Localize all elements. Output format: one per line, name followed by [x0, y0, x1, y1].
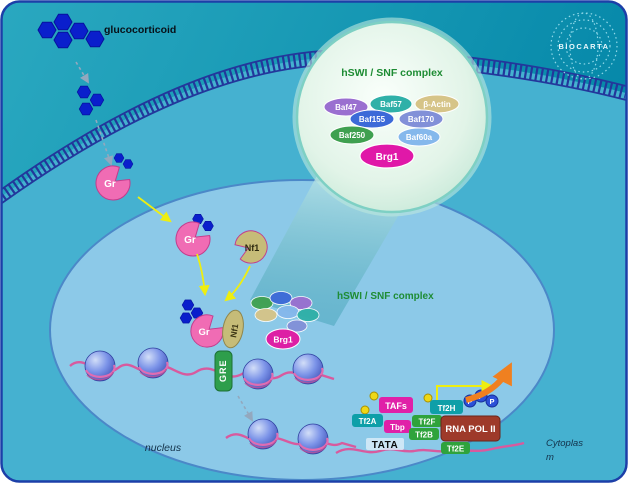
- tata-label: TATA: [372, 440, 398, 451]
- swi-snf-mini-complex[interactable]: Brg1: [250, 291, 320, 350]
- nf1-label: Nf1: [245, 243, 260, 253]
- tf2h-label: Tf2H: [438, 404, 456, 413]
- tf2f-box[interactable]: Tf2F: [412, 415, 442, 427]
- nf1-protein[interactable]: Nf1: [231, 225, 273, 268]
- inset-member-baf57[interactable]: Baf57: [369, 94, 413, 114]
- tf2a-label: Tf2A: [359, 417, 377, 426]
- gre-label: GRE: [218, 359, 228, 382]
- rna-pol2-box[interactable]: RNA POL II: [440, 415, 501, 442]
- tf2h-box[interactable]: Tf2H: [430, 400, 463, 414]
- inset-member-baf47[interactable]: Baf47: [323, 97, 369, 117]
- arrow-gr-activation: [137, 196, 172, 223]
- nucleosome: [291, 352, 325, 386]
- yellow-dot: [360, 405, 370, 415]
- biocarta-logo-text: BIOCARTA: [558, 42, 609, 51]
- swi-snf-inset: hSWI / SNF complex Baf47 Baf57 β-Actin B…: [292, 17, 492, 217]
- gr-label: Gr: [184, 235, 196, 246]
- cytoplasm-label-line1: Cytoplas: [546, 438, 583, 449]
- gr-receptor[interactable]: Gr: [88, 153, 136, 208]
- tf2a-box[interactable]: Tf2A: [352, 414, 383, 427]
- member-label: β-Actin: [423, 100, 451, 109]
- brg1-label: Brg1: [273, 335, 293, 345]
- gr-receptor-bound[interactable]: Gr: [168, 214, 216, 264]
- member-label: Baf60a: [406, 133, 433, 142]
- tbp-box[interactable]: Tbp: [384, 420, 411, 433]
- inset-member-baf170[interactable]: Baf170: [398, 109, 444, 129]
- inset-member-baf60a[interactable]: Baf60a: [397, 127, 441, 147]
- nucleosome: [296, 422, 330, 456]
- nucleosome: [83, 349, 117, 383]
- nucleosome: [136, 346, 170, 380]
- nucleosome: [246, 417, 280, 451]
- nucleosome: [241, 357, 275, 391]
- tf2b-box[interactable]: Tf2B: [409, 428, 439, 440]
- nucleus-label: nucleus: [145, 442, 182, 454]
- member-label: Baf250: [339, 131, 366, 140]
- nuclear-complex-label: hSWI / SNF complex: [337, 291, 434, 302]
- member-label: Baf170: [408, 115, 435, 124]
- arrow-transcription-output: [465, 362, 512, 403]
- tafs-label: TAFs: [385, 401, 407, 411]
- tf2e-box[interactable]: Tf2E: [441, 442, 470, 454]
- rna-pol2-label: RNA POL II: [445, 424, 495, 435]
- tata-box: TATA: [366, 438, 404, 451]
- member-label: Baf57: [380, 100, 402, 109]
- gr-label: Gr: [104, 179, 116, 190]
- glucocorticoid-label: glucocorticoid: [104, 24, 176, 36]
- member-label: Baf47: [335, 103, 357, 112]
- arrow-ligand-entry-1: [75, 61, 89, 84]
- arrow-gr-to-dna: [196, 253, 210, 297]
- tf2f-label: Tf2F: [419, 418, 436, 427]
- chromatin-strand-2: [225, 417, 357, 456]
- gre-element[interactable]: GRE: [214, 350, 233, 392]
- cytoplasm-label-line2: m: [546, 452, 554, 463]
- member-label: Brg1: [376, 152, 399, 163]
- nf1-label: Nf1: [228, 323, 240, 338]
- phosphate-label: P: [489, 397, 494, 406]
- dna-strand-promoter: [335, 441, 525, 455]
- yellow-dot: [369, 391, 379, 401]
- inset-member-baf155[interactable]: Baf155: [349, 109, 395, 129]
- arrow-transcription-start: [436, 380, 494, 400]
- yellow-dot: [423, 393, 433, 403]
- biocarta-logo[interactable]: BIOCARTA: [550, 12, 618, 80]
- tbp-label: Tbp: [390, 423, 405, 432]
- member-label: Baf155: [359, 115, 386, 124]
- inset-member-brg1[interactable]: Brg1: [359, 143, 415, 169]
- chromatin-strand-1: [69, 346, 335, 391]
- tf2b-label: Tf2B: [415, 431, 433, 440]
- arrow-chromatin-step: [237, 395, 253, 422]
- brg1-protein-dna[interactable]: Brg1: [265, 328, 301, 350]
- inset-member-baf250[interactable]: Baf250: [329, 125, 375, 145]
- tf2e-label: Tf2E: [447, 445, 465, 454]
- inset-title: hSWI / SNF complex: [341, 67, 443, 79]
- arrow-nf1-to-dna: [224, 265, 251, 302]
- gr-receptor-dna[interactable]: Gr: [183, 308, 229, 355]
- tafs-box[interactable]: TAFs: [379, 397, 413, 413]
- gr-label: Gr: [198, 327, 209, 338]
- nf1-protein-dna[interactable]: Nf1: [220, 309, 246, 350]
- arrow-ligand-entry-2: [95, 119, 114, 166]
- promoter-complex: Gr Nf1 GRE Brg1: [179, 291, 320, 392]
